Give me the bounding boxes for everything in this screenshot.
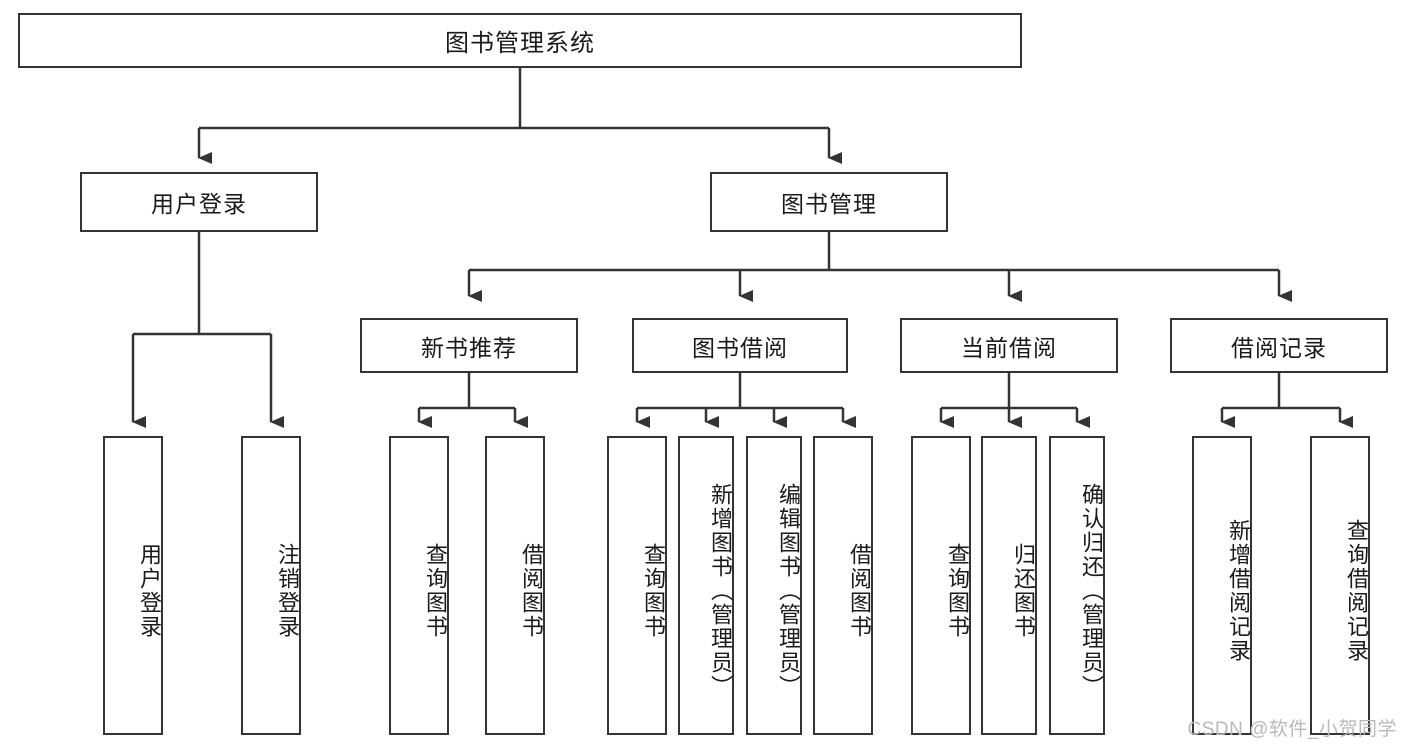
- node-label: 新增借阅记录: [1226, 518, 1251, 663]
- node-label: 用户登录: [151, 191, 247, 217]
- node-label: 注销登录: [275, 542, 300, 639]
- node-new-book-recommend[interactable]: 新书推荐: [360, 318, 578, 373]
- leaf-query-book-recommend[interactable]: 查询图书: [389, 436, 449, 735]
- leaf-confirm-return-admin[interactable]: 确认归还（管理员）: [1049, 436, 1105, 735]
- node-book-management[interactable]: 图书管理: [710, 172, 948, 232]
- leaf-query-borrow-record[interactable]: 查询借阅记录: [1310, 436, 1370, 735]
- node-label: 图书借阅: [692, 334, 788, 361]
- node-label: 归还图书: [1011, 542, 1036, 639]
- node-label: 新增图书（管理员）: [708, 482, 733, 699]
- leaf-add-book-admin[interactable]: 新增图书（管理员）: [678, 436, 734, 735]
- leaf-borrow-book-recommend[interactable]: 借阅图书: [485, 436, 545, 735]
- leaf-return-book[interactable]: 归还图书: [981, 436, 1037, 735]
- node-user-login[interactable]: 用户登录: [80, 172, 318, 232]
- node-label: 确认归还（管理员）: [1079, 482, 1104, 699]
- node-borrow-record[interactable]: 借阅记录: [1170, 318, 1388, 373]
- node-label: 当前借阅: [961, 334, 1057, 361]
- node-label: 查询图书: [945, 542, 970, 639]
- leaf-add-borrow-record[interactable]: 新增借阅记录: [1192, 436, 1252, 735]
- node-root-system[interactable]: 图书管理系统: [18, 13, 1022, 68]
- leaf-user-login[interactable]: 用户登录: [103, 436, 163, 735]
- node-book-borrow[interactable]: 图书借阅: [632, 318, 848, 373]
- node-label: 查询图书: [423, 542, 448, 639]
- leaf-borrow-book[interactable]: 借阅图书: [813, 436, 873, 735]
- watermark: CSDN @软件_小贺同学: [1187, 719, 1397, 740]
- node-label: 借阅记录: [1231, 334, 1327, 361]
- node-current-borrow[interactable]: 当前借阅: [900, 318, 1118, 373]
- node-label: 新书推荐: [421, 334, 517, 361]
- node-label: 图书管理: [781, 191, 877, 217]
- leaf-query-book-current[interactable]: 查询图书: [911, 436, 971, 735]
- node-label: 用户登录: [137, 542, 162, 639]
- leaf-query-book-borrow[interactable]: 查询图书: [607, 436, 667, 735]
- node-label: 借阅图书: [519, 542, 544, 639]
- node-label: 图书管理系统: [445, 30, 595, 57]
- node-label: 查询借阅记录: [1344, 518, 1369, 663]
- leaf-edit-book-admin[interactable]: 编辑图书（管理员）: [746, 436, 802, 735]
- node-label: 借阅图书: [847, 542, 872, 639]
- node-label: 查询图书: [641, 542, 666, 639]
- leaf-logout-login[interactable]: 注销登录: [241, 436, 301, 735]
- node-label: 编辑图书（管理员）: [776, 482, 801, 699]
